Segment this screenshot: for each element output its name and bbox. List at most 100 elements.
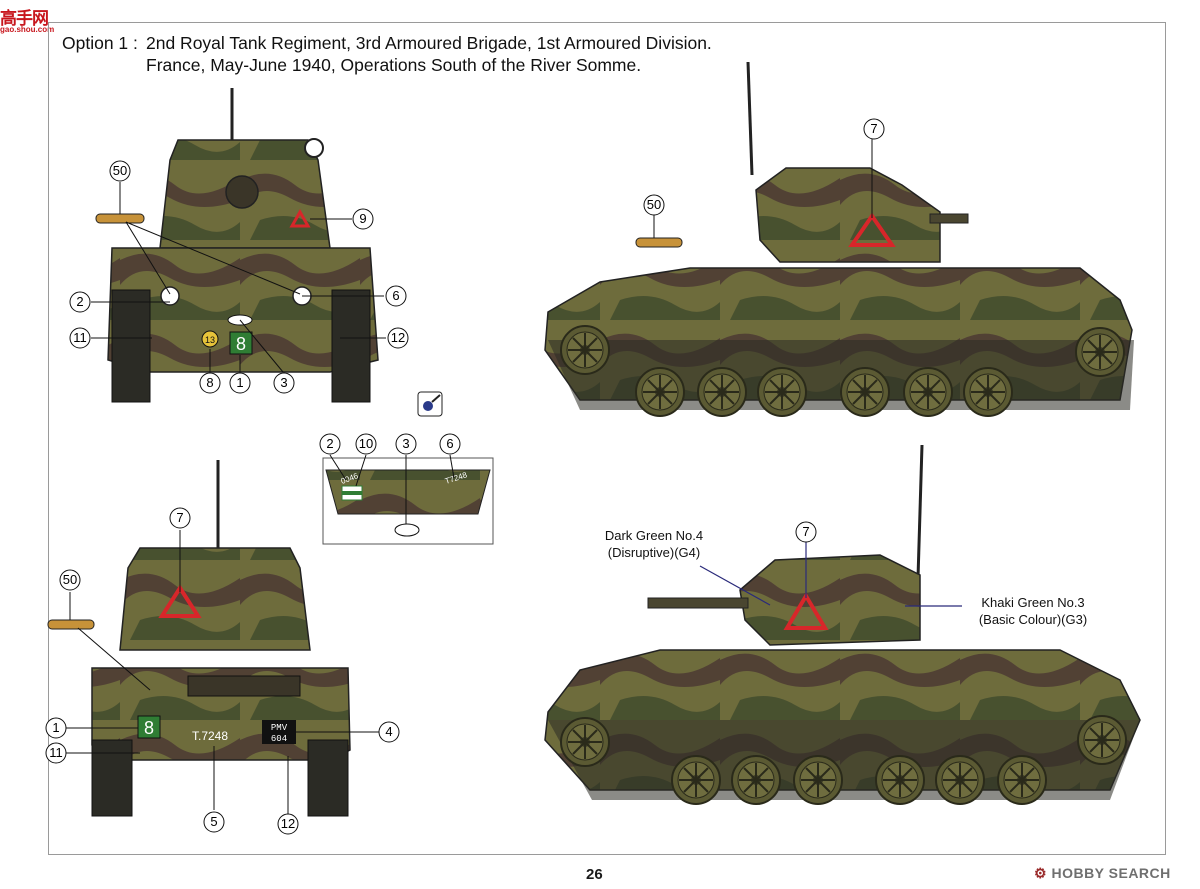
svg-text:10: 10 (359, 436, 373, 451)
svg-text:2: 2 (76, 294, 83, 309)
svg-text:6: 6 (446, 436, 453, 451)
rear-view: 8 T.7248 PMV 604 7 50 1 4 11 5 12 (45, 460, 400, 835)
callout-7-side-top: 7 (863, 118, 885, 140)
callout-50-rear: 50 (59, 569, 81, 591)
svg-text:3: 3 (280, 375, 287, 390)
rear-serial: T.7248 (192, 729, 228, 743)
side-top-leaders (653, 139, 873, 238)
callout-2-front: 2 (69, 291, 91, 313)
svg-text:11: 11 (49, 745, 63, 760)
callout-6-front: 6 (385, 285, 407, 307)
side-top-bomb-decal (635, 237, 683, 248)
watermark-logo: 高手网 gao.shou.com (0, 0, 70, 36)
paint-label-g4: Dark Green No.4 (Disruptive)(G4) (592, 527, 716, 561)
front-hull (107, 247, 379, 373)
side-view-top: 7 50 (544, 61, 1134, 417)
front-callouts: 50 9 2 6 11 12 8 1 3 (69, 160, 409, 394)
side-bottom-turret (739, 554, 921, 646)
plate-detail: 0046 T7248 2 10 3 6 (319, 433, 494, 545)
side-top-gun (929, 213, 969, 224)
callout-3-front: 3 (273, 372, 295, 394)
svg-text:50: 50 (63, 572, 77, 587)
side-bottom-gun (647, 597, 749, 609)
callout-2-plate: 2 (319, 433, 341, 455)
page-frame (48, 22, 1166, 855)
svg-text:7: 7 (870, 121, 877, 136)
side-top-turret (755, 167, 941, 263)
footer-watermark: ⚙ HOBBY SEARCH (1034, 865, 1171, 882)
front-leader-lines (91, 182, 386, 373)
front-bridge-13 (201, 330, 219, 348)
callout-4-rear: 4 (378, 721, 400, 743)
callout-7-rear: 7 (169, 507, 191, 529)
side-bottom-antenna (916, 444, 924, 579)
front-cupola (304, 138, 324, 158)
rear-track-right (307, 739, 349, 817)
svg-text:1: 1 (236, 375, 243, 390)
side-top-track (548, 340, 1134, 410)
svg-text:5: 5 (210, 814, 217, 829)
title-line-2: France, May-June 1940, Operations South … (146, 55, 642, 75)
callout-10-plate: 10 (355, 433, 377, 455)
front-plate-8 (229, 331, 253, 355)
front-track-left (111, 289, 151, 403)
footer-watermark-text: HOBBY SEARCH (1051, 865, 1171, 881)
callout-7-side-bottom: 7 (795, 521, 817, 543)
paint-label-g3-line-2: (Basic Colour)(G3) (978, 612, 1088, 627)
page-number: 26 (586, 866, 603, 883)
rear-plate (262, 720, 296, 744)
callout-6-plate: 6 (439, 433, 461, 455)
svg-text:7: 7 (176, 510, 183, 525)
front-track-right (331, 289, 371, 403)
paint-brush-icon (417, 391, 443, 417)
side-bottom-track (548, 720, 1140, 800)
front-bridge-13-text: 13 (205, 335, 215, 345)
side-view-bottom: 7 (544, 444, 1141, 805)
svg-text:12: 12 (391, 330, 405, 345)
page-title: Option 1 : 2nd Royal Tank Regiment, 3rd A… (62, 32, 712, 76)
rear-plate-8-text: 8 (144, 718, 154, 738)
side-bottom-triangle (783, 592, 829, 630)
callout-9-front: 9 (352, 208, 374, 230)
svg-text:50: 50 (647, 197, 661, 212)
callout-12-rear: 12 (277, 813, 299, 835)
rear-plate-line-1: PMV (271, 723, 288, 733)
front-view: 8 13 50 9 2 6 11 12 8 1 (69, 88, 409, 403)
side-top-antenna (746, 61, 754, 176)
callout-11-front: 11 (69, 327, 91, 349)
watermark-logo-sub: gao.shou.com (0, 25, 55, 34)
svg-text:6: 6 (392, 288, 399, 303)
rear-track-left (91, 739, 133, 817)
plate-detail-panel (325, 469, 491, 515)
svg-text:7: 7 (802, 524, 809, 539)
svg-text:2: 2 (326, 436, 333, 451)
callout-1-front: 1 (229, 372, 251, 394)
paint-label-g4-line-1: Dark Green No.4 (604, 528, 704, 543)
callout-3-plate: 3 (395, 433, 417, 455)
svg-text:4: 4 (385, 724, 392, 739)
front-gun-mantlet (225, 175, 259, 209)
svg-text:8: 8 (206, 375, 213, 390)
callout-5-rear: 5 (203, 811, 225, 833)
svg-text:3: 3 (402, 436, 409, 451)
watermark-logo-text: 高手网 (0, 9, 49, 28)
title-line-1: 2nd Royal Tank Regiment, 3rd Armoured Br… (146, 33, 712, 53)
svg-text:50: 50 (113, 163, 127, 178)
rear-plate-line-2: 604 (271, 734, 287, 744)
front-bomb-decal (95, 213, 145, 224)
callout-8-front: 8 (199, 372, 221, 394)
front-headlight-left (160, 286, 180, 306)
rear-turret (119, 547, 311, 651)
svg-text:12: 12 (281, 816, 295, 831)
rear-plate-8 (137, 715, 161, 739)
paint-label-g3: Khaki Green No.3 (Basic Colour)(G3) (963, 594, 1103, 628)
callout-11-rear: 11 (45, 742, 67, 764)
front-triangle-decal (289, 208, 311, 228)
option-number: Option 1 : (62, 33, 138, 53)
side-top-triangle (848, 212, 896, 247)
svg-text:11: 11 (73, 330, 87, 345)
svg-text:9: 9 (359, 211, 366, 226)
rear-bomb-decal (47, 619, 95, 630)
